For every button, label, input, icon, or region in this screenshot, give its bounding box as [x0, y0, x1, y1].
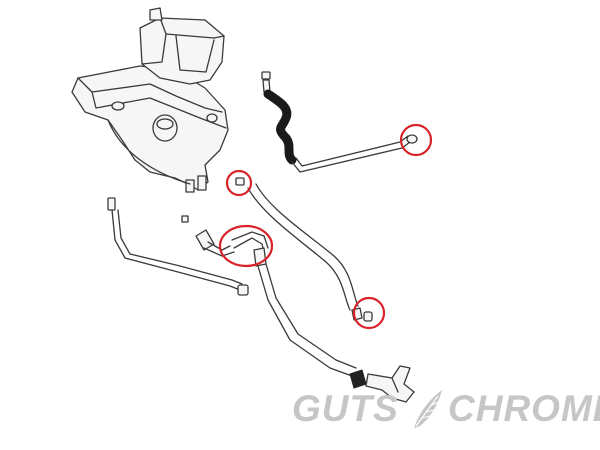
- highlight-circle-2: [218, 224, 274, 268]
- watermark-word-chrome: CHROME: [448, 388, 600, 429]
- highlight-circle-1: [399, 123, 433, 157]
- watermark-logo: GUTS CHROME: [292, 384, 600, 434]
- feather-icon: [414, 390, 442, 428]
- highlight-circle-4: [352, 296, 386, 330]
- overflow-hose-upper: [261, 71, 418, 173]
- oil-reservoir-tank: [71, 7, 229, 193]
- hose-long-center: [195, 229, 357, 377]
- watermark-word-guts: GUTS: [292, 388, 399, 429]
- highlight-circle-3: [225, 169, 253, 197]
- clamp-bracket: [349, 365, 415, 403]
- vent-hose-left: [107, 197, 249, 296]
